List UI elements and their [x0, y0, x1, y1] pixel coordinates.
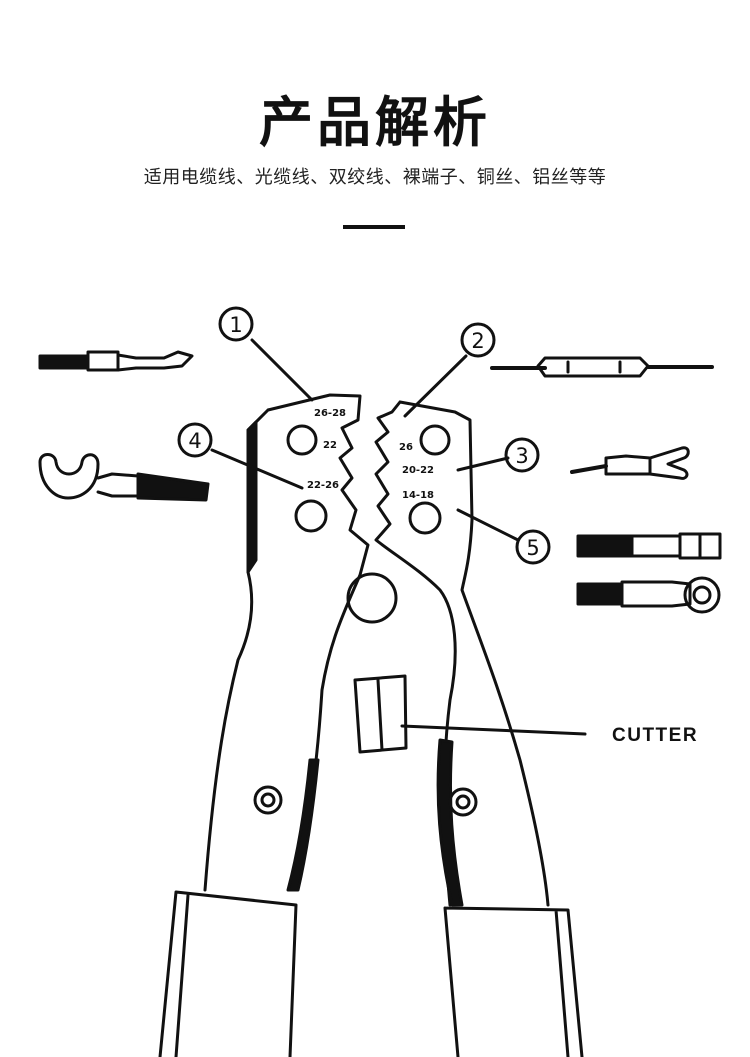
- die-label-26: 26: [399, 442, 413, 453]
- die-label-26-28: 26-28: [314, 408, 346, 419]
- callout-number-1: 1: [229, 313, 242, 337]
- callout-number-3: 3: [515, 444, 528, 468]
- pivot-hole: [346, 572, 398, 624]
- left-jaw-outline: [203, 393, 370, 892]
- die-label-14-18: 14-18: [402, 490, 434, 501]
- page-title: 产品解析: [259, 91, 491, 154]
- jaw-hole-top-right: [419, 424, 451, 456]
- terminal-ring: [576, 576, 721, 614]
- die-label-22-26: 22-26: [307, 480, 339, 491]
- right-jaw-outline: [374, 400, 550, 907]
- page-subtitle: 适用电缆线、光缆线、双绞线、裸端子、铜丝、铝丝等等: [143, 167, 607, 188]
- right-arm-shadow: [436, 738, 464, 907]
- callout-circle-4: [177, 422, 213, 458]
- callout-number-4: 4: [188, 429, 201, 453]
- jaw-hole-bottom-left: [294, 499, 328, 533]
- terminal-female-disconnect: [576, 532, 722, 560]
- terminal-butt-splice: [490, 356, 714, 378]
- terminal-open-barrel: [38, 350, 194, 372]
- die-label-22: 22: [323, 440, 337, 451]
- callout-number-2: 2: [471, 329, 484, 353]
- left-arm-shadow: [286, 758, 320, 892]
- jaw-hole-bottom-right: [408, 501, 442, 535]
- title-divider: [343, 225, 405, 229]
- callout-circle-5: [515, 529, 551, 565]
- terminal-fork-large: [38, 453, 210, 502]
- die-label-20-22: 20-22: [402, 465, 434, 476]
- callout-circle-1: [218, 306, 254, 342]
- left-jaw-shadow: [246, 420, 258, 574]
- left-grip: [158, 890, 298, 1057]
- cutter-slot: [353, 674, 408, 754]
- rivet-right: [448, 787, 478, 817]
- right-grip: [443, 906, 584, 1057]
- callout-circle-2: [460, 322, 496, 358]
- callout-number-5: 5: [526, 536, 539, 560]
- cutter-label: CUTTER: [612, 725, 698, 746]
- terminal-fork-small: [570, 446, 690, 480]
- jaw-hole-top-left: [286, 424, 318, 456]
- rivet-left: [253, 785, 283, 815]
- callout-circle-3: [504, 437, 540, 473]
